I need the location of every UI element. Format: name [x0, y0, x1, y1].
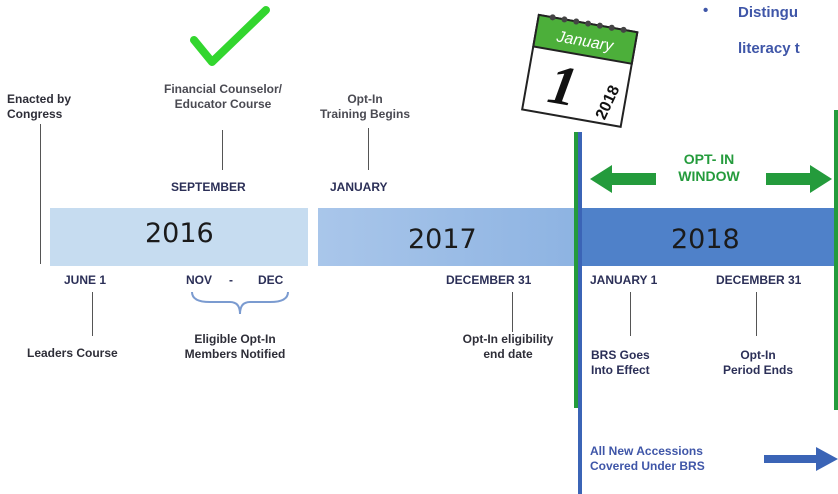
- window-left-arrow-icon: [590, 165, 656, 193]
- dec31-2017-label: DECEMBER 31: [446, 273, 532, 287]
- jan1-label: JANUARY 1: [590, 273, 658, 287]
- header-text-line2: literacy t: [738, 40, 800, 57]
- year-2016: 2016: [145, 218, 214, 249]
- course-label: Financial Counselor/Educator Course: [163, 82, 283, 111]
- dec31-2018-connector: [756, 292, 757, 336]
- header-text-line1: Distingu: [738, 4, 798, 21]
- nov-label: NOV: [186, 273, 213, 287]
- training-connector: [368, 128, 369, 170]
- band-2016: [50, 208, 308, 266]
- window-end-green-bar: [834, 110, 838, 410]
- jan1-connector: [630, 292, 631, 336]
- year-2018: 2018: [671, 224, 740, 255]
- header-bullet: •: [703, 2, 709, 19]
- window-right-arrow-icon: [766, 165, 832, 193]
- band-2018: [580, 208, 838, 266]
- enacted-connector: [40, 124, 41, 264]
- june1-label: JUNE 1: [64, 273, 107, 287]
- september-label: SEPTEMBER: [171, 180, 246, 194]
- june1-connector: [92, 292, 93, 336]
- nov-dec-brace: [191, 291, 289, 315]
- dec-label: DEC: [258, 273, 284, 287]
- calendar-icon: January 1 2018: [521, 13, 639, 128]
- dec31-2018-label: DECEMBER 31: [716, 273, 802, 287]
- band-2017: [318, 208, 580, 266]
- jan1-blue-bar: [578, 132, 582, 494]
- january-top-label: JANUARY: [330, 180, 388, 194]
- jan1-green-bar: [574, 132, 578, 408]
- dash-label: -: [229, 273, 233, 287]
- course-connector: [222, 130, 223, 170]
- year-2017: 2017: [408, 224, 477, 255]
- checkmark-icon: [190, 6, 270, 66]
- leaders-course-label: Leaders Course: [27, 346, 118, 360]
- dec31-2017-connector: [512, 292, 513, 332]
- accessions-arrow-icon: [764, 447, 838, 471]
